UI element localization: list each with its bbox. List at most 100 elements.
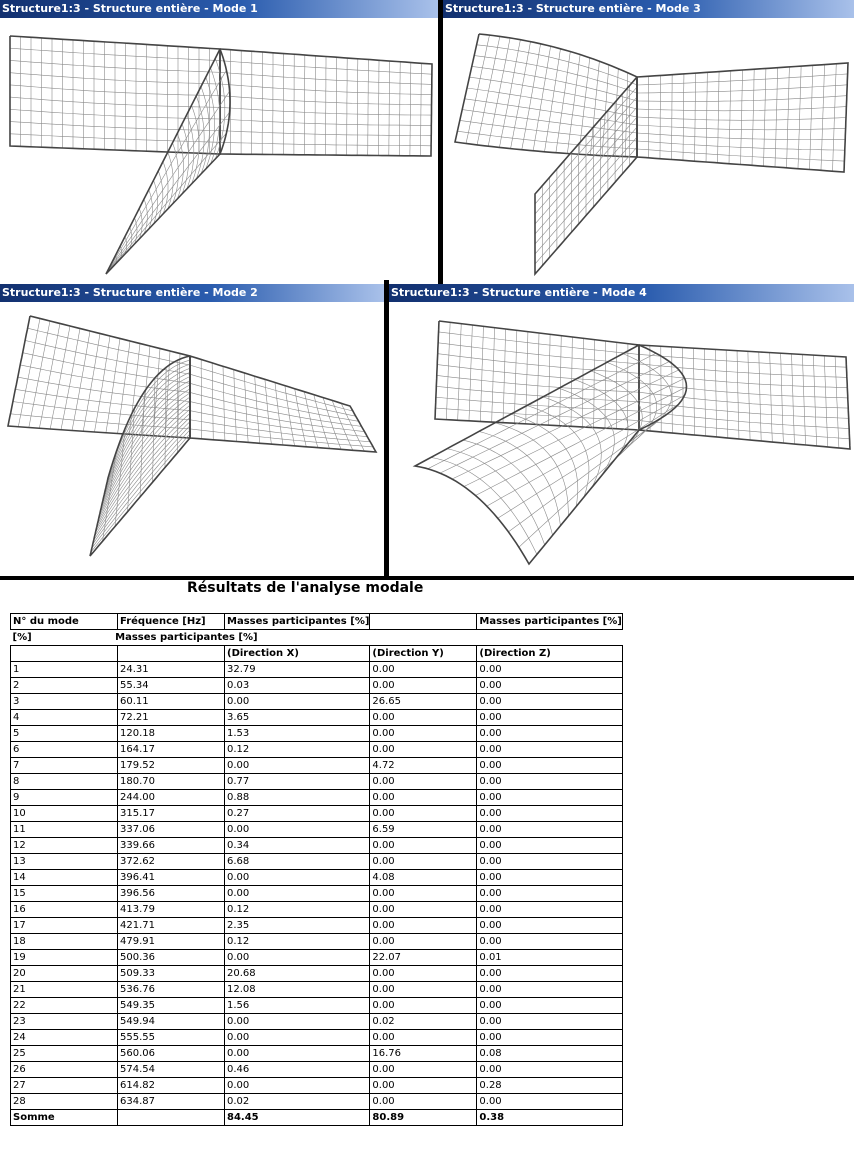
mesh-line [622,353,672,440]
viewport-mode-4[interactable]: Structure1:3 - Structure entière - Mode … [389,284,854,576]
mesh-line [763,68,767,167]
header-unit: [%] [12,632,32,643]
mesh-line [189,428,374,448]
mesh-line [104,372,191,494]
modal-results-table: N° du mode Fréquence [Hz] Masses partici… [10,613,623,1126]
mesh-line [414,465,530,565]
cell-mass-x: 0.12 [223,741,371,758]
mesh-line [9,133,221,143]
cell-mass-z: 0.00 [476,1061,623,1078]
mesh-line [244,372,249,443]
mesh-line [97,400,191,522]
mesh-line [191,105,200,185]
cell-mode: 19 [10,949,118,966]
mesh-line [420,63,422,156]
mesh-line [636,116,847,121]
mesh-line [331,400,354,451]
cell-mode: 22 [10,997,118,1014]
mesh-line [10,413,191,430]
cell-mass-x: 0.12 [223,901,371,918]
mesh-line [570,337,573,427]
cell-frequency: 179.52 [117,757,225,774]
mesh-line [823,355,829,448]
mesh-line [211,362,214,440]
mesh-line [526,405,590,498]
mesh-outline [638,344,851,450]
cell-frequency: 500.36 [117,949,225,966]
mesh-line [94,417,191,537]
mesh-line [638,401,849,419]
mesh-line [71,330,91,431]
mesh-line [90,433,191,553]
mesh-line [693,348,695,435]
viewport-title-mode-1: Structure1:3 - Structure entière - Mode … [0,0,438,18]
mode-1-shape [9,35,433,275]
mesh-line [177,353,181,438]
mesh-line [462,439,553,536]
viewport-mode-2[interactable]: Structure1:3 - Structure entière - Mode … [0,284,384,576]
cell-mass-z: 0.01 [476,949,623,966]
cell-frequency: 24.31 [117,661,225,678]
mesh-line [638,391,849,409]
mesh-line [705,72,708,163]
mesh-line [152,348,161,436]
mesh-line [636,124,846,131]
mesh-line [25,340,191,375]
mesh-outline [534,76,638,277]
cell-mode: 21 [10,981,118,998]
mesh-line [834,356,840,449]
mesh-line [638,382,848,399]
cell-mass-z: 0.00 [476,773,623,790]
mesh-line [616,342,618,429]
cell-mass-y: 0.00 [369,677,478,694]
cell-mass-y: 0.02 [369,1013,478,1030]
mesh-line [189,419,371,443]
mesh-line [786,66,790,168]
cell-mass-z: 0.00 [476,965,623,982]
cell-mode: 3 [10,693,118,710]
mesh-line [636,140,845,151]
cell-mode: 8 [10,773,118,790]
cell-mode: 7 [10,757,118,774]
mesh-line [167,152,174,210]
viewport-mode-1[interactable]: Structure1:3 - Structure entière - Mode … [0,0,438,280]
mesh-line [313,394,330,449]
mesh-line [189,364,353,412]
mode-2-shape [7,315,378,557]
mesh-line [636,84,848,94]
cell-mass-x: 0.77 [223,773,371,790]
mesh-line [454,141,638,158]
cell-mode: 24 [10,1029,118,1046]
mesh-line [60,328,81,430]
mesh-line [638,373,848,388]
mesh-line [294,388,307,447]
cell-mass-x: 3.65 [223,709,371,726]
mesh-line [536,332,540,425]
header-masses-x: Masses participantes [%] [223,613,371,630]
mesh-line [459,120,638,142]
header-masses-z: Masses participantes [%] [476,613,623,630]
viewport-mode-3[interactable]: Structure1:3 - Structure entière - Mode … [443,0,854,280]
cell-mass-x: 0.00 [223,693,371,710]
cell-mass-z: 0.00 [476,901,623,918]
mesh-line [797,66,802,169]
mesh-line [514,330,518,424]
mesh-line [534,86,638,205]
cell-mass-y: 16.76 [369,1045,478,1062]
cell-mass-x: 0.00 [223,885,371,902]
cell-mass-y: 0.00 [369,725,478,742]
mesh-line [177,133,184,200]
cell-frequency: 614.82 [117,1077,225,1094]
cell-frequency: 55.34 [117,677,225,694]
mesh-line [105,368,191,490]
cell-frequency: 372.62 [117,853,225,870]
cell-mass-z: 0.00 [476,677,623,694]
